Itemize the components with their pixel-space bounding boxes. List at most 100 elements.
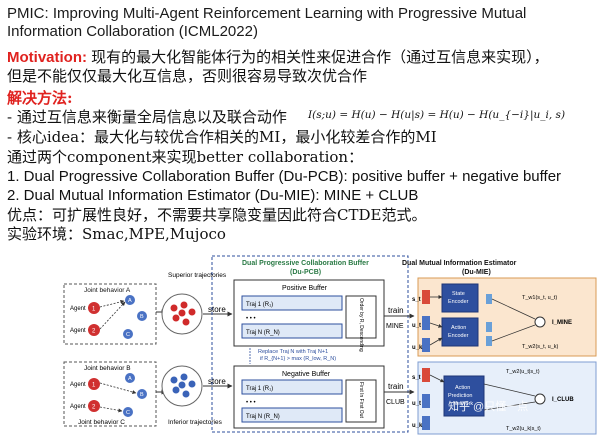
- environments: 实验环境：Smac,MPE,Mujoco: [7, 225, 226, 243]
- agent1b-label: Agent: [70, 382, 86, 388]
- uk-label: u_k: [412, 345, 423, 351]
- target-a-icon: [125, 295, 135, 305]
- pos-dots: • • •: [246, 316, 256, 322]
- target-a-letter: A: [128, 298, 132, 304]
- negative-buffer-label: Negative Buffer: [282, 371, 331, 378]
- t4-label: T_w2(u_k|s_t): [506, 426, 541, 432]
- component1: 1. Dual Progressive Collaboration Buffer…: [7, 168, 562, 185]
- agent1-label: Agent: [70, 306, 86, 312]
- agent1b-icon: [88, 378, 100, 390]
- ut2-label: u_t: [412, 401, 421, 407]
- i-club-label: I_CLUB: [552, 397, 574, 403]
- train-top-label: train: [388, 306, 404, 315]
- fifo-label: First In First Out: [358, 382, 364, 418]
- motivation-line1: Motivation: 现有的最大化智能体行为的相关性来促进合作（通过互信息来实…: [7, 48, 549, 67]
- du-pcb-subtitle: (Du-PCB): [290, 269, 321, 276]
- joint-a-label: Joint behavior A: [84, 287, 131, 294]
- st-label: s_t: [412, 297, 421, 303]
- method-item1: - 通过互信息来衡量全局信息以及联合动作: [7, 108, 287, 126]
- inferior-label: Inferior trajectories: [168, 419, 223, 426]
- action-encoder-label2: Encoder: [448, 333, 469, 339]
- zhihu-watermark: 知乎 @只懂一点: [448, 399, 528, 413]
- motivation-text1: 现有的最大化智能体行为的相关性来促进合作（通过互信息来实现），: [91, 48, 549, 66]
- du-mie-panel: Dual Mutual Information Estimator (Du-MI…: [402, 260, 597, 435]
- t2-label: T_w2(s_t, u_k): [522, 344, 559, 350]
- paper-title-line1: PMIC: Improving Multi-Agent Reinforcemen…: [7, 5, 527, 22]
- positive-buffer-label: Positive Buffer: [282, 285, 328, 292]
- state-encoder-label1: State: [452, 291, 465, 297]
- method-item2: - 核心idea：最大化与较优合作相关的MI，最小化较差合作的MI: [7, 128, 437, 146]
- du-pcb-panel: Dual Progressive Collaboration Buffer (D…: [211, 255, 409, 433]
- joint-behavior-bc-panel: Joint behavior B Joint behavior C 1 Agen…: [63, 361, 157, 427]
- agent2-number: 2: [92, 329, 96, 335]
- agent2b-label: Agent: [70, 404, 86, 410]
- agent1-number: 1: [92, 307, 96, 313]
- du-mie-subtitle: (Du-MIE): [462, 269, 491, 276]
- state-encoder-box: [441, 283, 479, 313]
- replace-line2: if R_{N+1} > max (R_low, R_N): [260, 356, 336, 362]
- uk-input-bar: [422, 338, 430, 352]
- ut-label: u_t: [412, 323, 421, 329]
- target-b-icon: [137, 311, 147, 321]
- action-pred-label3: Network: [453, 401, 473, 407]
- mine-label: MINE: [386, 323, 404, 330]
- t3-label: T_w2(u_t|s_t): [506, 369, 540, 375]
- target-c-letter: C: [126, 332, 130, 338]
- du-pcb-title: Dual Progressive Collaboration Buffer: [242, 260, 369, 267]
- action-encoder-box: [441, 317, 479, 347]
- method-heading: 解决方法:: [7, 89, 73, 107]
- target-c2-icon: [123, 407, 133, 417]
- store-top-label: store: [208, 305, 226, 314]
- du-mie-title: Dual Mutual Information Estimator: [402, 260, 517, 267]
- superior-label: Superior trajectories: [168, 272, 227, 279]
- replace-line1: Replace Traj N with Traj N+1: [258, 349, 328, 355]
- mi-formula: I(s;u) = H(u) − H(u|s) = H(u) − H(u_{−i}…: [308, 109, 566, 121]
- pos-traj1: Traj 1 (R₁): [246, 302, 273, 308]
- st2-label: s_t: [412, 375, 421, 381]
- target-b-letter: B: [140, 314, 144, 320]
- uk2-label: u_k: [412, 423, 423, 429]
- components-intro: 通过两个component来实现better collaboration：: [7, 148, 364, 166]
- order-label: Order by R, Descending: [358, 298, 364, 352]
- agent1b-number: 1: [92, 383, 96, 389]
- state-encoder-label2: Encoder: [448, 299, 469, 305]
- motivation-line2: 但是不能仅仅最大化互信息，否则很容易导致次优合作: [7, 67, 368, 85]
- target-b2-letter: B: [140, 392, 144, 398]
- target-c2-letter: C: [126, 410, 130, 416]
- action-pred-label2: Prediction: [448, 393, 472, 399]
- paper-title-line2: Information Collaboration (ICML2022): [7, 23, 258, 40]
- st-input-bar: [422, 290, 430, 304]
- ut-input-bar: [422, 316, 430, 330]
- target-c-icon: [123, 329, 133, 339]
- action-prediction-box: [443, 375, 485, 417]
- neg-dots: • • •: [246, 400, 256, 406]
- action-encoder-label1: Action: [451, 325, 466, 331]
- neg-traj1: Traj 1 (R₁): [246, 386, 273, 392]
- agent2b-number: 2: [92, 405, 96, 411]
- agent2b-icon: [88, 400, 100, 412]
- framework-figure: Joint behavior A 1 Agent 2 Agent A B C J…: [62, 252, 600, 436]
- neg-trajn: Traj N (R_N): [246, 414, 280, 420]
- target-a2-letter: A: [128, 376, 132, 382]
- train-bottom-label: train: [388, 382, 404, 391]
- target-a2-icon: [125, 373, 135, 383]
- component2: 2. Dual Mutual Information Estimator (Du…: [7, 187, 419, 204]
- club-label: CLUB: [386, 399, 405, 406]
- inferior-pool: Inferior trajectories: [161, 365, 223, 426]
- joint-c-label: Joint behavior C: [78, 419, 125, 426]
- joint-behavior-a-panel: Joint behavior A 1 Agent 2 Agent A B C: [63, 283, 157, 345]
- target-b2-icon: [137, 389, 147, 399]
- action-pred-label1: Action: [455, 385, 470, 391]
- pos-trajn: Traj N (R_N): [246, 330, 280, 336]
- store-bottom-label: store: [208, 377, 226, 386]
- i-mine-label: I_MINE: [552, 320, 572, 326]
- sum-node-mine: [534, 316, 546, 328]
- joint-b-label: Joint behavior B: [84, 365, 131, 372]
- agent2-icon: [88, 324, 100, 336]
- motivation-label: Motivation:: [7, 49, 87, 66]
- framework-diagram: Joint behavior A 1 Agent 2 Agent A B C J…: [63, 255, 597, 435]
- t1-label: T_w1(s_t, u_t): [522, 295, 557, 301]
- sum-node-club: [534, 393, 546, 405]
- agent1-icon: [88, 302, 100, 314]
- superior-pool: Superior trajectories: [161, 272, 227, 335]
